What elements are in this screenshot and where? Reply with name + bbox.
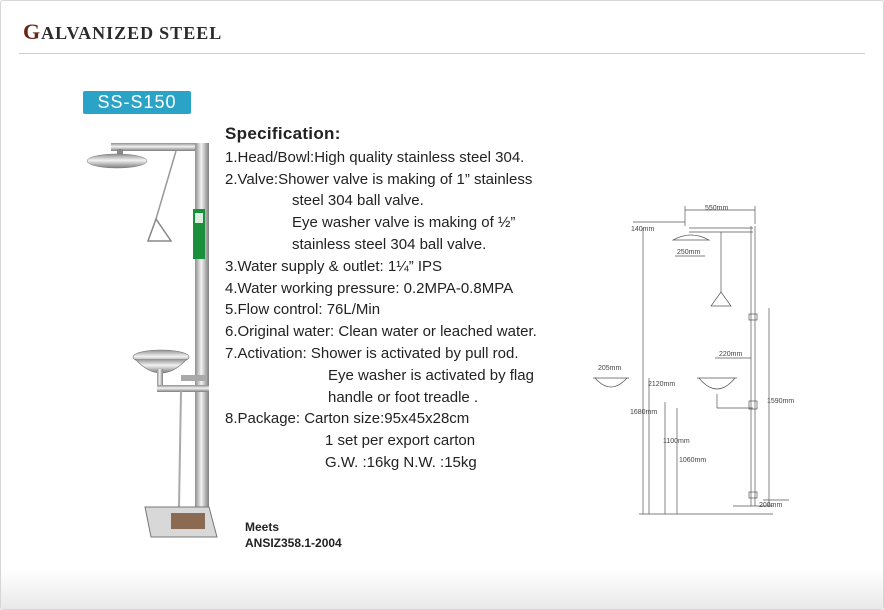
dim-200: 200mm [759,502,783,509]
dim-140: 140mm [631,226,655,233]
footer-bar [1,569,883,609]
spec-line: Eye washer is activated by flag [328,366,534,384]
title-rest: ALVANIZED [41,23,155,43]
title-second-word: STEEL [159,23,223,43]
spec-line: 7.Activation: Shower is activated by pul… [225,344,519,362]
model-badge: SS-S150 [83,91,191,114]
spec-line: 6.Original water: Clean water or leached… [225,323,537,341]
spec-line: 1 set per export carton [325,432,476,450]
standard-code: ANSIZ358.1-2004 [245,536,342,550]
spec-line: 4.Water working pressure: 0.2MPA-0.8MPA [225,279,514,297]
spec-line: 5.Flow control: 76L/Min [225,301,381,319]
spec-line: 3.Water supply & outlet: 1¼” IPS [225,257,443,275]
spec-line: 1.Head/Bowl:High quality stainless steel… [225,148,525,166]
spec-line: 2.Valve:Shower valve is making of 1” sta… [225,170,533,188]
dim-220: 220mm [719,351,743,358]
spec-title: Specification: [225,124,341,143]
dim-550: 550mm [705,205,729,212]
spec-line: steel 304 ball valve. [292,192,424,210]
title-initial: G [23,19,42,44]
spec-line: handle or foot treadle . [328,388,479,406]
dimension-drawing: 550mm 140mm 250mm 220mm 205mm 2120mm 159… [593,205,794,515]
dim-250: 250mm [677,249,701,256]
spec-line: stainless steel 304 ball valve. [292,235,487,253]
dim-1680: 1680mm [630,409,657,416]
spec-line: G.W. :16kg N.W. :15kg [325,453,477,471]
dim-2120: 2120mm [648,381,675,388]
spec-line: Eye washer valve is making of ½” [292,214,516,232]
standard-compliance: Meets ANSIZ358.1-2004 [245,519,342,551]
page-title: GALVANIZED STEEL [23,19,222,45]
spec-line: 8.Package: Carton size:95x45x28cm [225,410,470,428]
product-photo [86,143,218,538]
dim-1100: 1100mm [663,438,690,445]
dim-205: 205mm [598,365,622,372]
dim-1060: 1060mm [679,457,706,464]
dim-1590: 1590mm [767,398,794,405]
specification-block: Specification: 1.Head/Bowl:High quality … [225,123,537,474]
meets-label: Meets [245,520,280,534]
header-divider [19,53,865,54]
